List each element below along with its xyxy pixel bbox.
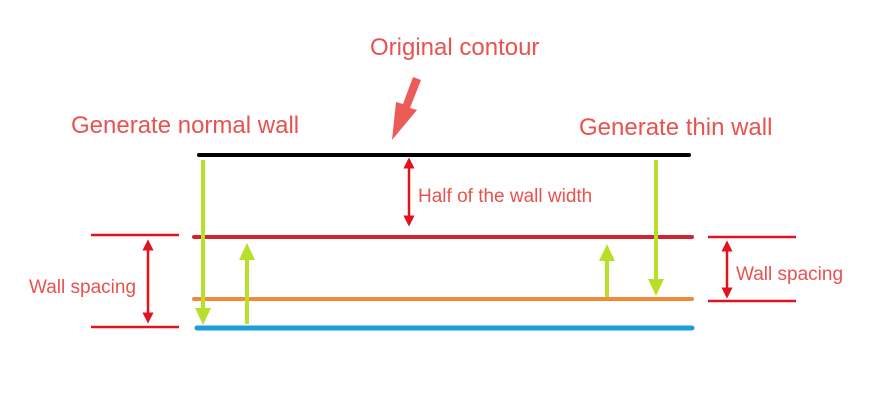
thin-wall-down-arrow [648, 160, 664, 296]
original-contour-label: Original contour [370, 34, 539, 61]
wall-spacing-right-label: Wall spacing [736, 264, 843, 285]
pointer-arrow-icon [392, 77, 421, 140]
thin-wall-up-arrow [599, 244, 615, 297]
wall-spacing-left-label: Wall spacing [29, 277, 136, 298]
normal-wall-down-arrow [195, 160, 211, 325]
generate-normal-wall-label: Generate normal wall [71, 112, 299, 139]
generate-thin-wall-label: Generate thin wall [579, 114, 772, 141]
normal-wall-up-arrow [239, 243, 255, 324]
half-wall-width-label: Half of the wall width [418, 186, 592, 207]
